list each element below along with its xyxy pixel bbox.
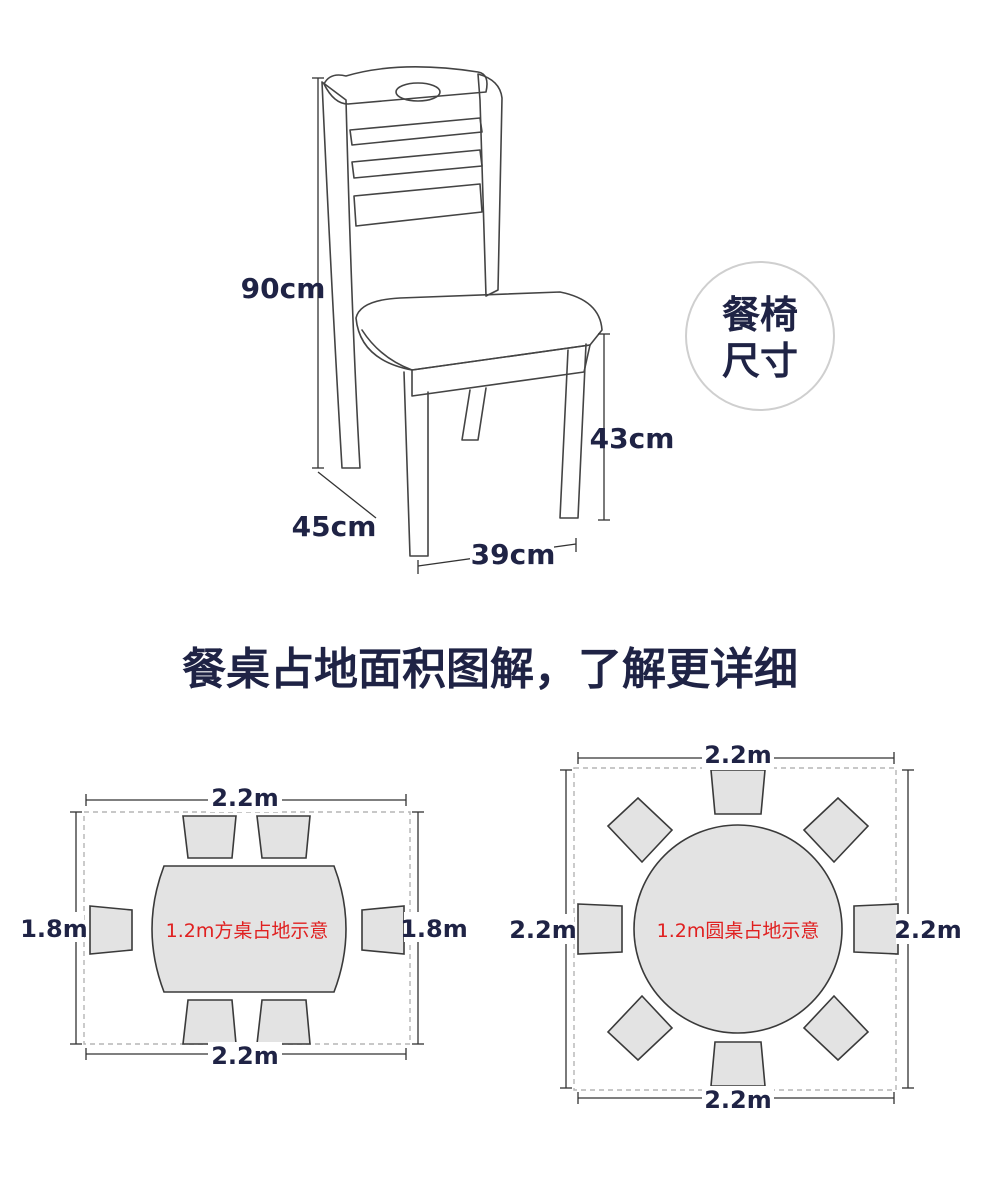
round-bottom-label-bg <box>702 1086 774 1112</box>
rect-left-label-bg <box>24 912 84 942</box>
round-left-label-bg <box>512 914 574 944</box>
badge-circle <box>685 261 835 411</box>
round-top-label-bg <box>702 744 774 770</box>
chair-seat-height-label: 43cm <box>590 422 675 455</box>
round-right-label-bg <box>896 914 958 944</box>
chair-slat-3 <box>353 183 483 227</box>
chair-apron <box>411 344 591 397</box>
round-width-bottom-label: 2.2m <box>704 1086 772 1114</box>
rect-top-label-bg <box>208 786 282 812</box>
dim-line-depth <box>317 471 377 519</box>
rect-table-caption: 1.2m方桌占地示意 <box>166 920 329 942</box>
rect-chair-bottom-1 <box>182 999 237 1045</box>
rect-chair-top-2 <box>256 815 311 859</box>
chair-slat-1 <box>349 117 483 146</box>
round-chair-top-right <box>802 796 870 864</box>
chair-height-label: 90cm <box>241 272 326 305</box>
chair-illustration <box>321 66 603 557</box>
round-chair-top <box>710 769 766 815</box>
badge-line-1: 餐椅 <box>722 293 798 337</box>
rect-chair-right <box>361 905 405 955</box>
rect-table-diagram: 2.2m 2.2m 1.8m 1.8m 1.2m方桌占地示意 <box>20 784 468 1070</box>
round-depth-right-label: 2.2m <box>894 916 962 944</box>
rect-chair-left <box>89 905 133 955</box>
rect-depth-left-label: 1.8m <box>20 915 88 943</box>
round-chair-right <box>853 903 899 955</box>
rect-right-label-bg <box>404 912 464 942</box>
rect-bottom-label-bg <box>208 1042 282 1068</box>
round-depth-left-label: 2.2m <box>509 916 577 944</box>
round-table-caption: 1.2m圆桌占地示意 <box>657 920 820 942</box>
badge-line-2: 尺寸 <box>722 339 798 383</box>
rect-chairs <box>89 815 405 1045</box>
rect-width-bottom-label: 2.2m <box>211 1042 279 1070</box>
round-table-top <box>633 824 843 1034</box>
rect-chair-bottom-2 <box>256 999 311 1045</box>
chair-rear-leg-inner <box>461 387 487 441</box>
rect-depth-right-label: 1.8m <box>400 915 468 943</box>
chair-back-post-left <box>321 81 361 469</box>
round-width-top-label: 2.2m <box>704 741 772 769</box>
chair-front-leg-left <box>403 371 429 557</box>
round-chair-top-left <box>606 796 674 864</box>
round-table-diagram: 2.2m 2.2m 2.2m 2.2m 1.2m圆桌占地示意 <box>509 741 962 1114</box>
chair-depth-label: 45cm <box>292 510 377 543</box>
round-chair-left <box>577 903 623 955</box>
chair-slat-2 <box>351 149 483 179</box>
chair-seat-edge <box>361 329 591 371</box>
chair-handle-hole <box>395 82 441 102</box>
chair-back-post-right <box>477 73 503 297</box>
rect-chair-top-1 <box>182 815 237 859</box>
chair-top-rail <box>323 66 488 105</box>
round-chair-bottom-right <box>802 994 870 1062</box>
round-chair-bottom <box>710 1041 766 1087</box>
chair-width-label: 39cm <box>471 538 556 571</box>
chair-front-leg-right <box>559 343 587 519</box>
section-heading: 餐桌占地面积图解，了解更详细 <box>182 644 798 695</box>
round-chair-bottom-left <box>606 994 674 1062</box>
chair-size-badge: 餐椅 尺寸 <box>685 261 835 411</box>
chair-seat <box>355 291 603 371</box>
round-chairs <box>577 769 899 1087</box>
rect-table-top <box>151 865 347 993</box>
dim-width-bg <box>470 538 554 566</box>
rect-width-top-label: 2.2m <box>211 784 279 812</box>
